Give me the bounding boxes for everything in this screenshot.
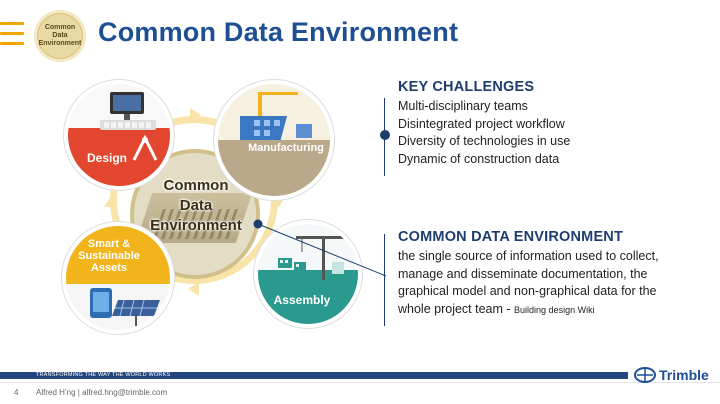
cde-description-line: whole project team - Building design Wik… <box>398 301 698 320</box>
cycle-arrow-icon <box>272 196 286 207</box>
center-label-line: Data <box>179 197 213 214</box>
smart-node-fill <box>66 226 170 284</box>
key-challenges-heading: KEY CHALLENGES <box>398 79 535 95</box>
manufacturing-label: Manufacturing <box>248 142 324 154</box>
page-title: Common Data Environment <box>98 17 459 47</box>
trimble-logo: Trimble <box>634 366 709 384</box>
connector-line <box>253 219 387 277</box>
assembly-node-fill <box>258 270 358 324</box>
author-credit: Alfred H’ng | alfred.hng@trimble.com <box>36 388 168 397</box>
manufacturing-node-fill <box>218 140 330 196</box>
center-label: Common Data Environment <box>132 176 260 236</box>
computer-icon <box>100 92 156 130</box>
trimble-globe-icon <box>634 367 656 383</box>
challenges-dot <box>380 130 390 140</box>
center-label-line: Common <box>163 177 229 194</box>
list-item: Multi-disciplinary teams <box>398 99 528 113</box>
list-item: Diversity of technologies in use <box>398 134 571 148</box>
list-item: Dynamic of construction data <box>398 151 560 166</box>
cycle-arrow-icon <box>190 108 201 122</box>
source-citation: Building design Wiki <box>514 304 595 315</box>
cycle-arrow-icon <box>104 196 118 207</box>
design-node <box>64 80 174 190</box>
center-label-line: Environment <box>150 217 242 234</box>
crane-icon <box>278 236 344 280</box>
key-challenges-list: Multi-disciplinary teams Disintegrated p… <box>398 98 570 168</box>
smart-sustainable-label: Smart & Sustainable Assets <box>78 238 140 274</box>
manufacturing-node <box>214 80 334 200</box>
footer-tagline: TRANSFORMING THE WAY THE WORLD WORKS <box>36 372 171 378</box>
cde-heading: COMMON DATA ENVIRONMENT <box>398 229 624 245</box>
assembly-node <box>254 220 362 328</box>
design-label: Design <box>86 151 127 165</box>
badge-line: Environment <box>38 40 82 47</box>
drafting-tool-icon <box>132 134 158 161</box>
footer-divider <box>0 382 720 383</box>
cde-description: the single source of information used to… <box>398 248 698 319</box>
smart-sustainable-node <box>62 222 174 334</box>
trimble-wordmark: Trimble <box>659 367 709 383</box>
cycle-arrow-icon <box>188 282 199 296</box>
header-accent-lines <box>0 22 24 52</box>
page-number: 4 <box>14 388 19 397</box>
badge-line: Data <box>52 32 68 39</box>
footer-bar <box>0 372 628 379</box>
solar-panel-icon <box>90 288 160 326</box>
list-item: Disintegrated project workflow <box>398 116 565 131</box>
factory-icon <box>240 92 312 140</box>
cde-description-line: graphical model and non-graphical data f… <box>398 284 657 298</box>
cde-description-line: manage and disseminate documentation, th… <box>398 266 648 281</box>
cde-badge: Common Data Environment <box>34 10 86 62</box>
cde-description-tail: whole project team - <box>398 301 515 316</box>
assembly-label: Assembly <box>273 293 331 307</box>
badge-line: Common <box>44 24 76 31</box>
cde-divider <box>384 234 385 326</box>
cde-description-line: the single source of information used to… <box>398 249 659 263</box>
